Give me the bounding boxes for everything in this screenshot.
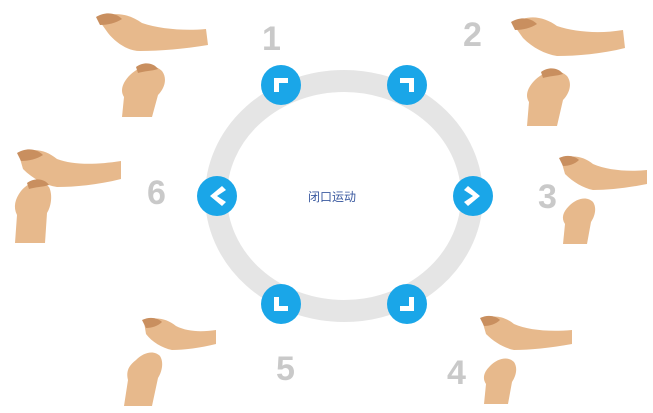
hand-photo-6 [5, 145, 125, 245]
step-number-1: 1 [262, 22, 281, 56]
hand-photo-4 [476, 310, 576, 405]
hand-photo-5 [118, 310, 218, 410]
arrow-right-icon [453, 176, 493, 216]
step-number-2: 2 [463, 18, 482, 52]
step-number-4: 4 [447, 356, 466, 390]
arrow-up-left-icon [261, 65, 301, 105]
hand-photo-3 [555, 152, 650, 247]
hand-photo-1 [88, 5, 213, 120]
step-number-6: 6 [147, 176, 166, 210]
arrow-up-right-icon [387, 65, 427, 105]
center-label: 闭口运动 [290, 188, 374, 205]
step-number-5: 5 [276, 352, 295, 386]
arrow-down-right-icon [387, 284, 427, 324]
arrow-down-left-icon [261, 284, 301, 324]
hand-photo-2 [505, 8, 630, 128]
arrow-left-icon [197, 176, 237, 216]
